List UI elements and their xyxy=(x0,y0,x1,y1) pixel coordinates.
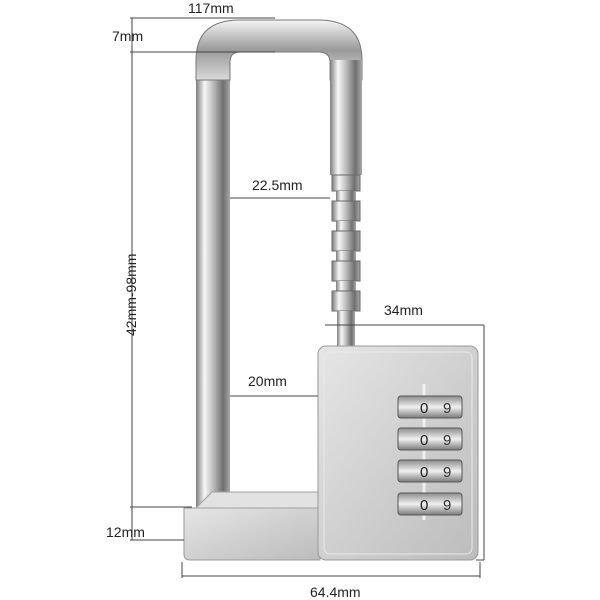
dial-3-digit: 0 xyxy=(420,464,428,481)
dial-4-digit: 0 xyxy=(420,497,428,514)
label-total-width: 64.4mm xyxy=(310,584,361,600)
combination-dials[interactable]: 0 9 0 9 0 9 0 9 xyxy=(397,395,463,516)
lock-base xyxy=(183,507,321,561)
dial-1[interactable]: 0 9 xyxy=(397,395,463,419)
shackle xyxy=(195,19,363,510)
dial-2[interactable]: 0 9 xyxy=(397,427,463,451)
label-shackle-thickness: 7mm xyxy=(112,28,143,44)
dial-2-digit-alt: 9 xyxy=(443,432,451,449)
dial-3-digit-alt: 9 xyxy=(443,464,451,481)
lock-main-block xyxy=(317,345,479,561)
dial-4-digit-alt: 9 xyxy=(443,497,451,514)
label-body-gap: 20mm xyxy=(248,373,287,389)
shackle-right-leg xyxy=(330,60,362,175)
label-shackle-width: 117mm xyxy=(188,0,234,16)
dial-1-digit-alt: 9 xyxy=(443,400,451,417)
shackle-left-leg xyxy=(196,55,230,510)
dial-1-digit: 0 xyxy=(420,400,428,417)
label-adjust-gap: 22.5mm xyxy=(252,177,303,193)
dimension-labels: 117mm 7mm 22.5mm 20mm 42mm-98mm 34mm 12m… xyxy=(106,0,423,600)
dial-3[interactable]: 0 9 xyxy=(397,459,463,483)
dial-4[interactable]: 0 9 xyxy=(397,492,463,516)
dimension-lines xyxy=(130,17,485,578)
label-base-height: 12mm xyxy=(106,524,145,540)
label-body-depth: 34mm xyxy=(384,302,423,318)
dial-2-digit: 0 xyxy=(420,432,428,449)
shackle-notches xyxy=(331,174,361,351)
label-shackle-length: 42mm-98mm xyxy=(123,254,139,336)
